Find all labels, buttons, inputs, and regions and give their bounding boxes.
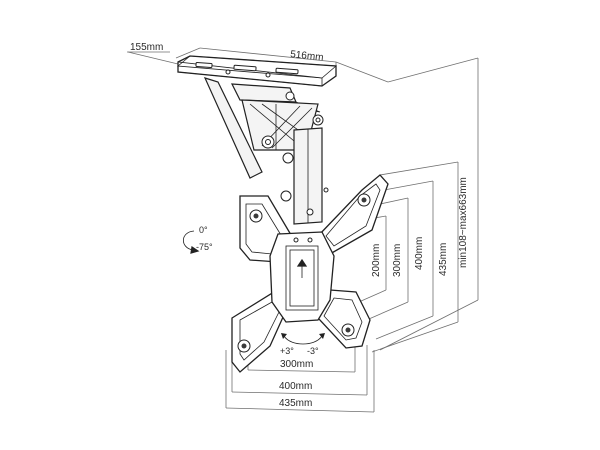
tilt-indicator: 0° -75° [182,225,213,254]
tilt-end-label: -75° [196,242,213,252]
vesa-plate [231,174,389,373]
dimension-lines [127,47,479,413]
tilt-start-label: 0° [199,225,208,235]
vesa-v-400-label: 400mm [414,237,425,270]
dimension-labels: 155mm 516mm min108~max663mm 435mm 400mm … [130,42,469,409]
swivel-indicator: +3° -3° [280,333,325,356]
vesa-h-300-label: 300mm [280,359,313,370]
width-label: 516mm [290,49,324,63]
vesa-v-435-label: 435mm [438,243,449,276]
vesa-v-300-label: 300mm [392,244,403,277]
ceiling-plate [176,55,338,87]
mount-arm-assembly [203,77,329,225]
depth-label: 155mm [130,42,163,53]
height-range-label: min108~max663mm [458,177,469,268]
vesa-h-435-label: 435mm [279,398,312,409]
swivel-positive-label: +3° [280,346,294,356]
vesa-h-400-label: 400mm [279,381,312,392]
vesa-v-200-label: 200mm [371,244,382,277]
swivel-negative-label: -3° [307,346,319,356]
